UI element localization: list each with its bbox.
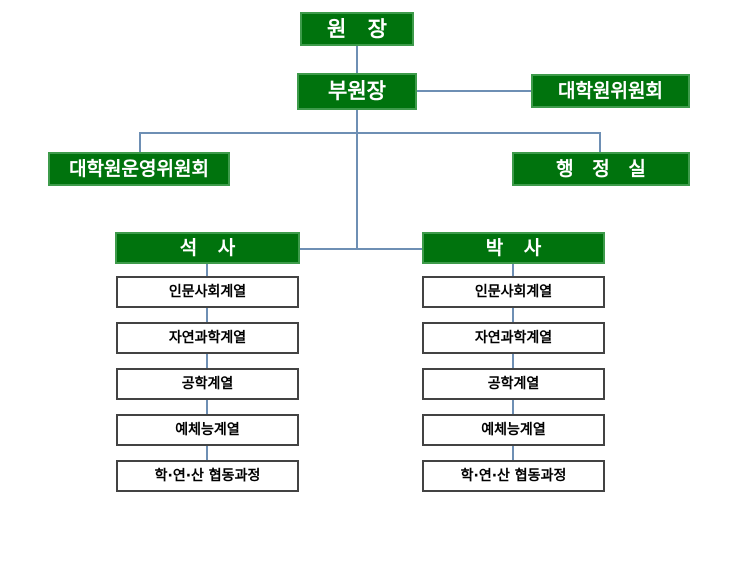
node-vice-director[interactable]: 부원장 <box>297 73 417 110</box>
list-item[interactable]: 인문사회계열 <box>116 276 299 308</box>
masters-program-label: 자연과학계열 <box>168 330 247 346</box>
connector-masters-program-3-to-4 <box>206 400 208 414</box>
connector-director-to-vice <box>356 46 358 73</box>
node-director-label: 원 장 <box>327 16 394 41</box>
connector-bus-to-administration <box>599 132 601 152</box>
list-item[interactable]: 예체능계열 <box>116 414 299 446</box>
connector-masters-program-1-to-2 <box>206 308 208 322</box>
list-item[interactable]: 공학계열 <box>116 368 299 400</box>
connector-vice-trunk <box>356 110 358 249</box>
node-director[interactable]: 원 장 <box>300 12 414 46</box>
connector-masters-to-program-1 <box>206 264 208 276</box>
doctorate-program-label: 학·연·산 협동과정 <box>460 468 567 484</box>
node-graduate-committee-label: 대학원위원회 <box>558 79 663 102</box>
node-vice-director-label: 부원장 <box>328 79 386 103</box>
list-item[interactable]: 자연과학계열 <box>116 322 299 354</box>
list-item[interactable]: 자연과학계열 <box>422 322 605 354</box>
node-graduate-steering-committee-label: 대학원운영위원회 <box>69 157 209 180</box>
connector-doctorate-program-4-to-5 <box>512 446 514 460</box>
connector-doctorate-to-program-1 <box>512 264 514 276</box>
node-administration-office[interactable]: 행 정 실 <box>512 152 690 186</box>
list-item[interactable]: 학·연·산 협동과정 <box>422 460 605 492</box>
connector-bus-to-steering-committee <box>139 132 141 152</box>
masters-program-label: 예체능계열 <box>175 422 240 438</box>
node-doctorate[interactable]: 박 사 <box>422 232 605 264</box>
list-item[interactable]: 예체능계열 <box>422 414 605 446</box>
node-graduate-committee[interactable]: 대학원위원회 <box>531 74 690 108</box>
doctorate-program-label: 인문사회계열 <box>474 284 553 300</box>
doctorate-program-label: 예체능계열 <box>481 422 546 438</box>
node-doctorate-label: 박 사 <box>485 236 549 259</box>
connector-masters-program-4-to-5 <box>206 446 208 460</box>
connector-staff-bus <box>139 132 601 134</box>
list-item[interactable]: 인문사회계열 <box>422 276 605 308</box>
node-administration-office-label: 행 정 실 <box>556 157 652 180</box>
connector-degree-bus <box>300 248 422 250</box>
masters-program-label: 학·연·산 협동과정 <box>154 468 261 484</box>
connector-doctorate-program-2-to-3 <box>512 354 514 368</box>
node-masters-label: 석 사 <box>179 236 243 259</box>
node-graduate-steering-committee[interactable]: 대학원운영위원회 <box>48 152 230 186</box>
connector-doctorate-program-3-to-4 <box>512 400 514 414</box>
masters-program-label: 인문사회계열 <box>168 284 247 300</box>
connector-masters-program-2-to-3 <box>206 354 208 368</box>
doctorate-program-label: 공학계열 <box>487 376 540 392</box>
node-masters[interactable]: 석 사 <box>115 232 300 264</box>
connector-vice-to-graduate-committee <box>417 90 531 92</box>
masters-program-label: 공학계열 <box>181 376 234 392</box>
list-item[interactable]: 공학계열 <box>422 368 605 400</box>
doctorate-program-label: 자연과학계열 <box>474 330 553 346</box>
connector-doctorate-program-1-to-2 <box>512 308 514 322</box>
list-item[interactable]: 학·연·산 협동과정 <box>116 460 299 492</box>
